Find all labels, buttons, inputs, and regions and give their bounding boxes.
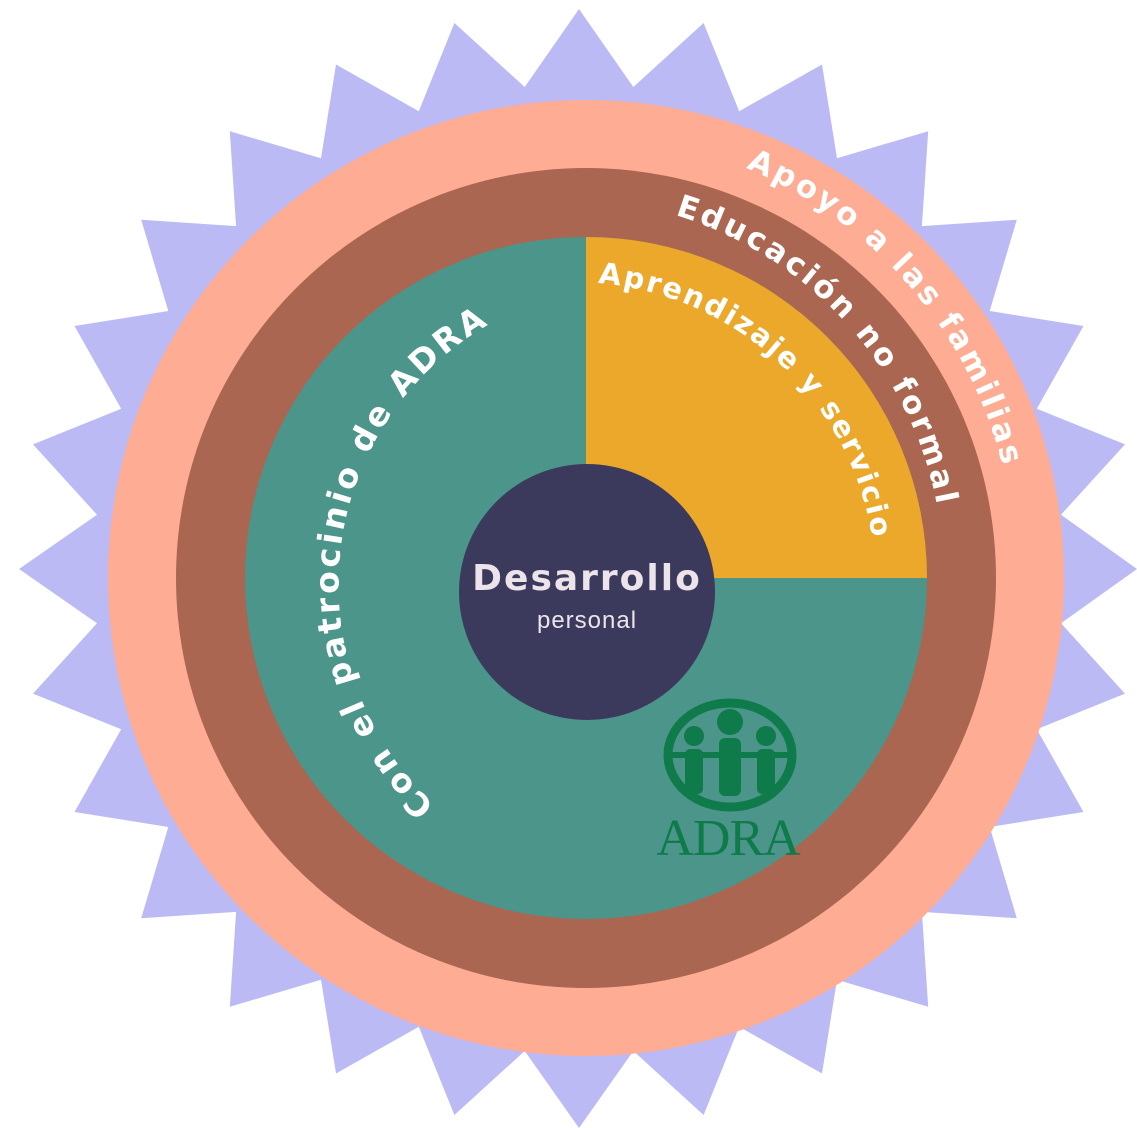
- center-title: Desarrollo: [472, 558, 702, 599]
- adra-people-icon: [684, 709, 776, 796]
- learning-quadrant: [586, 237, 927, 578]
- center-circle: [459, 464, 715, 720]
- adra-wordmark: ADRA: [656, 810, 801, 867]
- adra-logo: ADRA: [656, 698, 802, 867]
- center-subtitle: personal: [537, 607, 637, 634]
